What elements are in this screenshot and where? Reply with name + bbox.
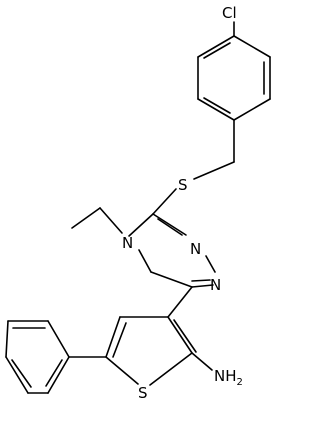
double-bond-inner	[45, 359, 63, 387]
bond	[152, 213, 187, 236]
bond	[233, 35, 271, 58]
chlorophenyl-ring	[197, 35, 271, 121]
bond	[191, 284, 214, 288]
double-bond-inner	[203, 42, 231, 59]
bond	[150, 271, 193, 288]
triazole-n4-label: N	[122, 234, 133, 252]
bond	[128, 213, 154, 237]
bond	[193, 161, 235, 180]
bond	[233, 98, 271, 121]
bond	[149, 352, 193, 386]
bond	[205, 255, 216, 273]
double-bond	[157, 218, 183, 236]
triazole-ring	[128, 213, 216, 288]
bond	[99, 207, 123, 234]
bond	[197, 98, 235, 121]
double-bond	[173, 319, 197, 353]
phenyl-ring	[5, 320, 70, 394]
bond	[47, 320, 70, 358]
thioether-sulfur-label: S	[178, 176, 188, 194]
bond	[105, 316, 121, 358]
amine-label: NH2	[214, 367, 243, 388]
double-bond-inner	[11, 359, 32, 388]
bond	[138, 249, 152, 273]
bond	[191, 352, 213, 371]
bond	[5, 320, 9, 358]
thiophene-sulfur-label: S	[138, 384, 148, 402]
chemical-structure-diagram: Cl S N N N S NH2	[5, 4, 271, 402]
bond	[105, 356, 139, 385]
thiophene-ring	[105, 316, 197, 386]
bond	[167, 286, 193, 318]
triazole-n1-label: N	[190, 240, 201, 258]
double-bond	[191, 279, 211, 282]
bond	[5, 356, 29, 394]
double-bond	[112, 322, 127, 358]
bond	[197, 35, 235, 58]
bond	[47, 356, 70, 394]
bond	[167, 316, 193, 354]
bond	[152, 188, 177, 215]
triazole-n2-label: N	[210, 276, 221, 294]
chlorine-label: Cl	[222, 4, 237, 22]
bond	[71, 207, 101, 229]
amine-subscript: 2	[237, 377, 243, 388]
amine-main-text: NH	[214, 367, 237, 385]
double-bond-inner	[203, 97, 231, 114]
